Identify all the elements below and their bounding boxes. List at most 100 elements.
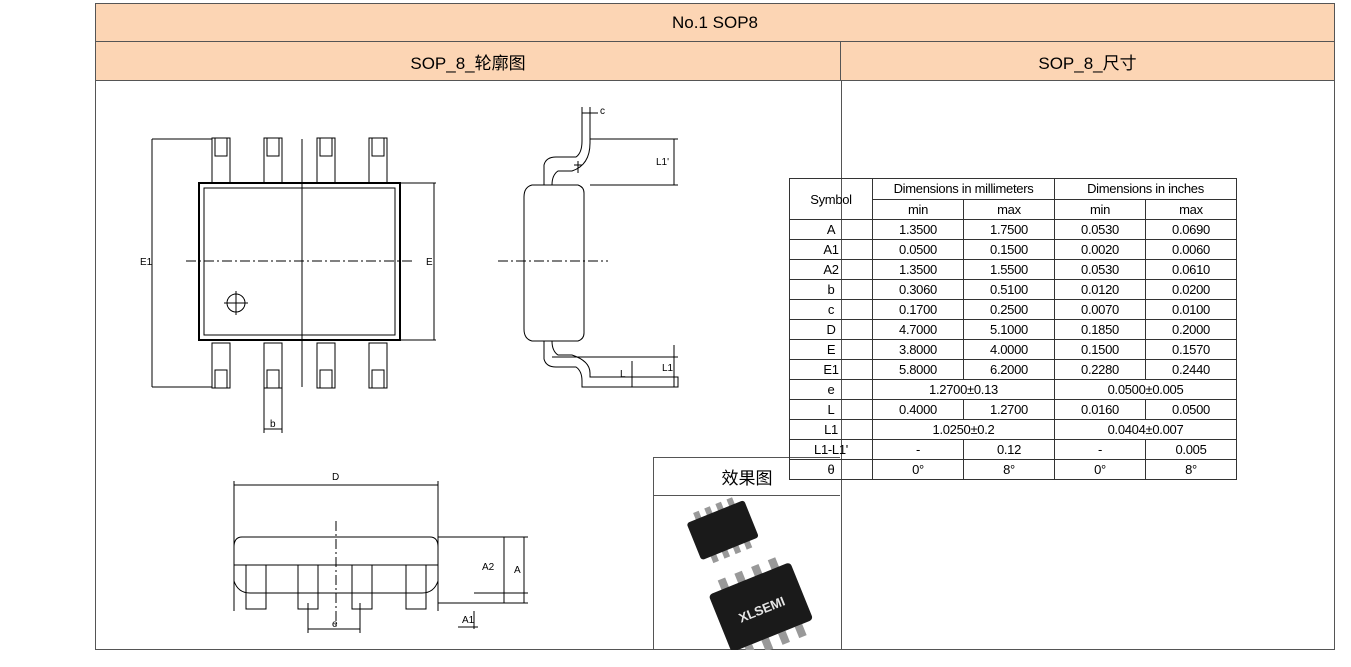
- row-value: 0.0610: [1145, 259, 1237, 280]
- row-value: 1.5500: [963, 259, 1055, 280]
- dimensions-table: Symbol Dimensions in millimeters Dimensi…: [789, 178, 1237, 480]
- row-value: 0.0404±0.007: [1054, 419, 1237, 440]
- row-value: 0.2000: [1145, 319, 1237, 340]
- row-value: 0.0060: [1145, 239, 1237, 260]
- row-value: 0.0500±0.005: [1054, 379, 1237, 400]
- package-frame: No.1 SOP8 SOP_8_轮廓图 SOP_8_尺寸: [95, 3, 1335, 659]
- label-E: E: [426, 257, 433, 268]
- inch-max-header: max: [1145, 198, 1237, 220]
- mm-max-header: max: [963, 198, 1055, 220]
- row-value: 0.0020: [1054, 239, 1146, 260]
- row-symbol: θ: [789, 459, 873, 480]
- mm-header: Dimensions in millimeters: [872, 178, 1055, 200]
- row-symbol: e: [789, 379, 873, 400]
- row-value: 0.1850: [1054, 319, 1146, 340]
- row-value: -: [872, 439, 964, 460]
- row-value: 0.0120: [1054, 279, 1146, 300]
- row-symbol: c: [789, 299, 873, 320]
- row-symbol: E1: [789, 359, 873, 380]
- top-leads: [211, 137, 388, 184]
- bottom-leads: [211, 342, 388, 389]
- row-symbol: D: [789, 319, 873, 340]
- row-value: 0.0160: [1054, 399, 1146, 420]
- row-value: 4.7000: [872, 319, 964, 340]
- row-value: 1.3500: [872, 259, 964, 280]
- row-value: 0.0690: [1145, 219, 1237, 240]
- row-symbol: A: [789, 219, 873, 240]
- mm-min-header: min: [872, 198, 964, 220]
- row-value: 0.0200: [1145, 279, 1237, 300]
- row-value: 3.8000: [872, 339, 964, 360]
- outline-drawing: E1 E b c L1' L1 L D A2 A e A1: [140, 106, 679, 633]
- label-e: e: [332, 619, 338, 630]
- row-symbol: A2: [789, 259, 873, 280]
- table-header-row: Symbol Dimensions in millimeters Dimensi…: [789, 178, 1237, 220]
- row-value: 1.3500: [872, 219, 964, 240]
- label-c: c: [600, 106, 605, 117]
- row-value: 0°: [1054, 459, 1146, 480]
- row-value: 0.1500: [1054, 339, 1146, 360]
- row-value: 0.3060: [872, 279, 964, 300]
- row-value: 0.0500: [872, 239, 964, 260]
- outline-section-title: SOP_8_轮廓图: [96, 42, 841, 81]
- row-value: 8°: [963, 459, 1055, 480]
- chip-render-image: XLSEMI: [687, 497, 813, 659]
- inch-header: Dimensions in inches: [1054, 178, 1237, 200]
- row-value: 0.2440: [1145, 359, 1237, 380]
- label-b: b: [270, 419, 276, 430]
- label-A1: A1: [462, 615, 475, 626]
- chip-large: XLSEMI: [709, 557, 813, 659]
- label-L1-prime: L1': [656, 157, 669, 168]
- row-value: 0.12: [963, 439, 1055, 460]
- row-value: 0°: [872, 459, 964, 480]
- row-value: 1.0250±0.2: [872, 419, 1055, 440]
- label-L1: L1: [662, 363, 674, 374]
- inch-min-header: min: [1054, 198, 1146, 220]
- product-render-box: 效果图 XLSEMI: [653, 457, 840, 659]
- label-E1: E1: [140, 257, 153, 268]
- row-symbol: A1: [789, 239, 873, 260]
- row-value: 1.7500: [963, 219, 1055, 240]
- label-D: D: [332, 472, 339, 483]
- label-A2: A2: [482, 562, 495, 573]
- row-value: 0.1570: [1145, 339, 1237, 360]
- row-value: 0.0530: [1054, 219, 1146, 240]
- render-title: 效果图: [654, 458, 840, 496]
- row-value: 0.5100: [963, 279, 1055, 300]
- row-value: 6.2000: [963, 359, 1055, 380]
- row-value: 5.1000: [963, 319, 1055, 340]
- row-value: 4.0000: [963, 339, 1055, 360]
- row-value: 0.1500: [963, 239, 1055, 260]
- chip-small: [687, 497, 759, 564]
- row-value: 0.0500: [1145, 399, 1237, 420]
- page-title: No.1 SOP8: [96, 4, 1334, 42]
- row-value: 0.4000: [872, 399, 964, 420]
- row-value: 5.8000: [872, 359, 964, 380]
- row-symbol: E: [789, 339, 873, 360]
- row-value: 0.1700: [872, 299, 964, 320]
- row-symbol: b: [789, 279, 873, 300]
- symbol-header: Symbol: [789, 178, 873, 220]
- dimensions-section-title: SOP_8_尺寸: [841, 42, 1334, 81]
- row-value: 1.2700±0.13: [872, 379, 1055, 400]
- table-row: L1-L1'-0.12-0.005: [789, 439, 1237, 460]
- row-value: 0.0100: [1145, 299, 1237, 320]
- row-value: 0.0070: [1054, 299, 1146, 320]
- label-A: A: [514, 565, 521, 576]
- row-symbol: L: [789, 399, 873, 420]
- label-L: L: [620, 369, 626, 380]
- row-value: 0.005: [1145, 439, 1237, 460]
- row-symbol: L1: [789, 419, 873, 440]
- side-view-body: [523, 184, 585, 342]
